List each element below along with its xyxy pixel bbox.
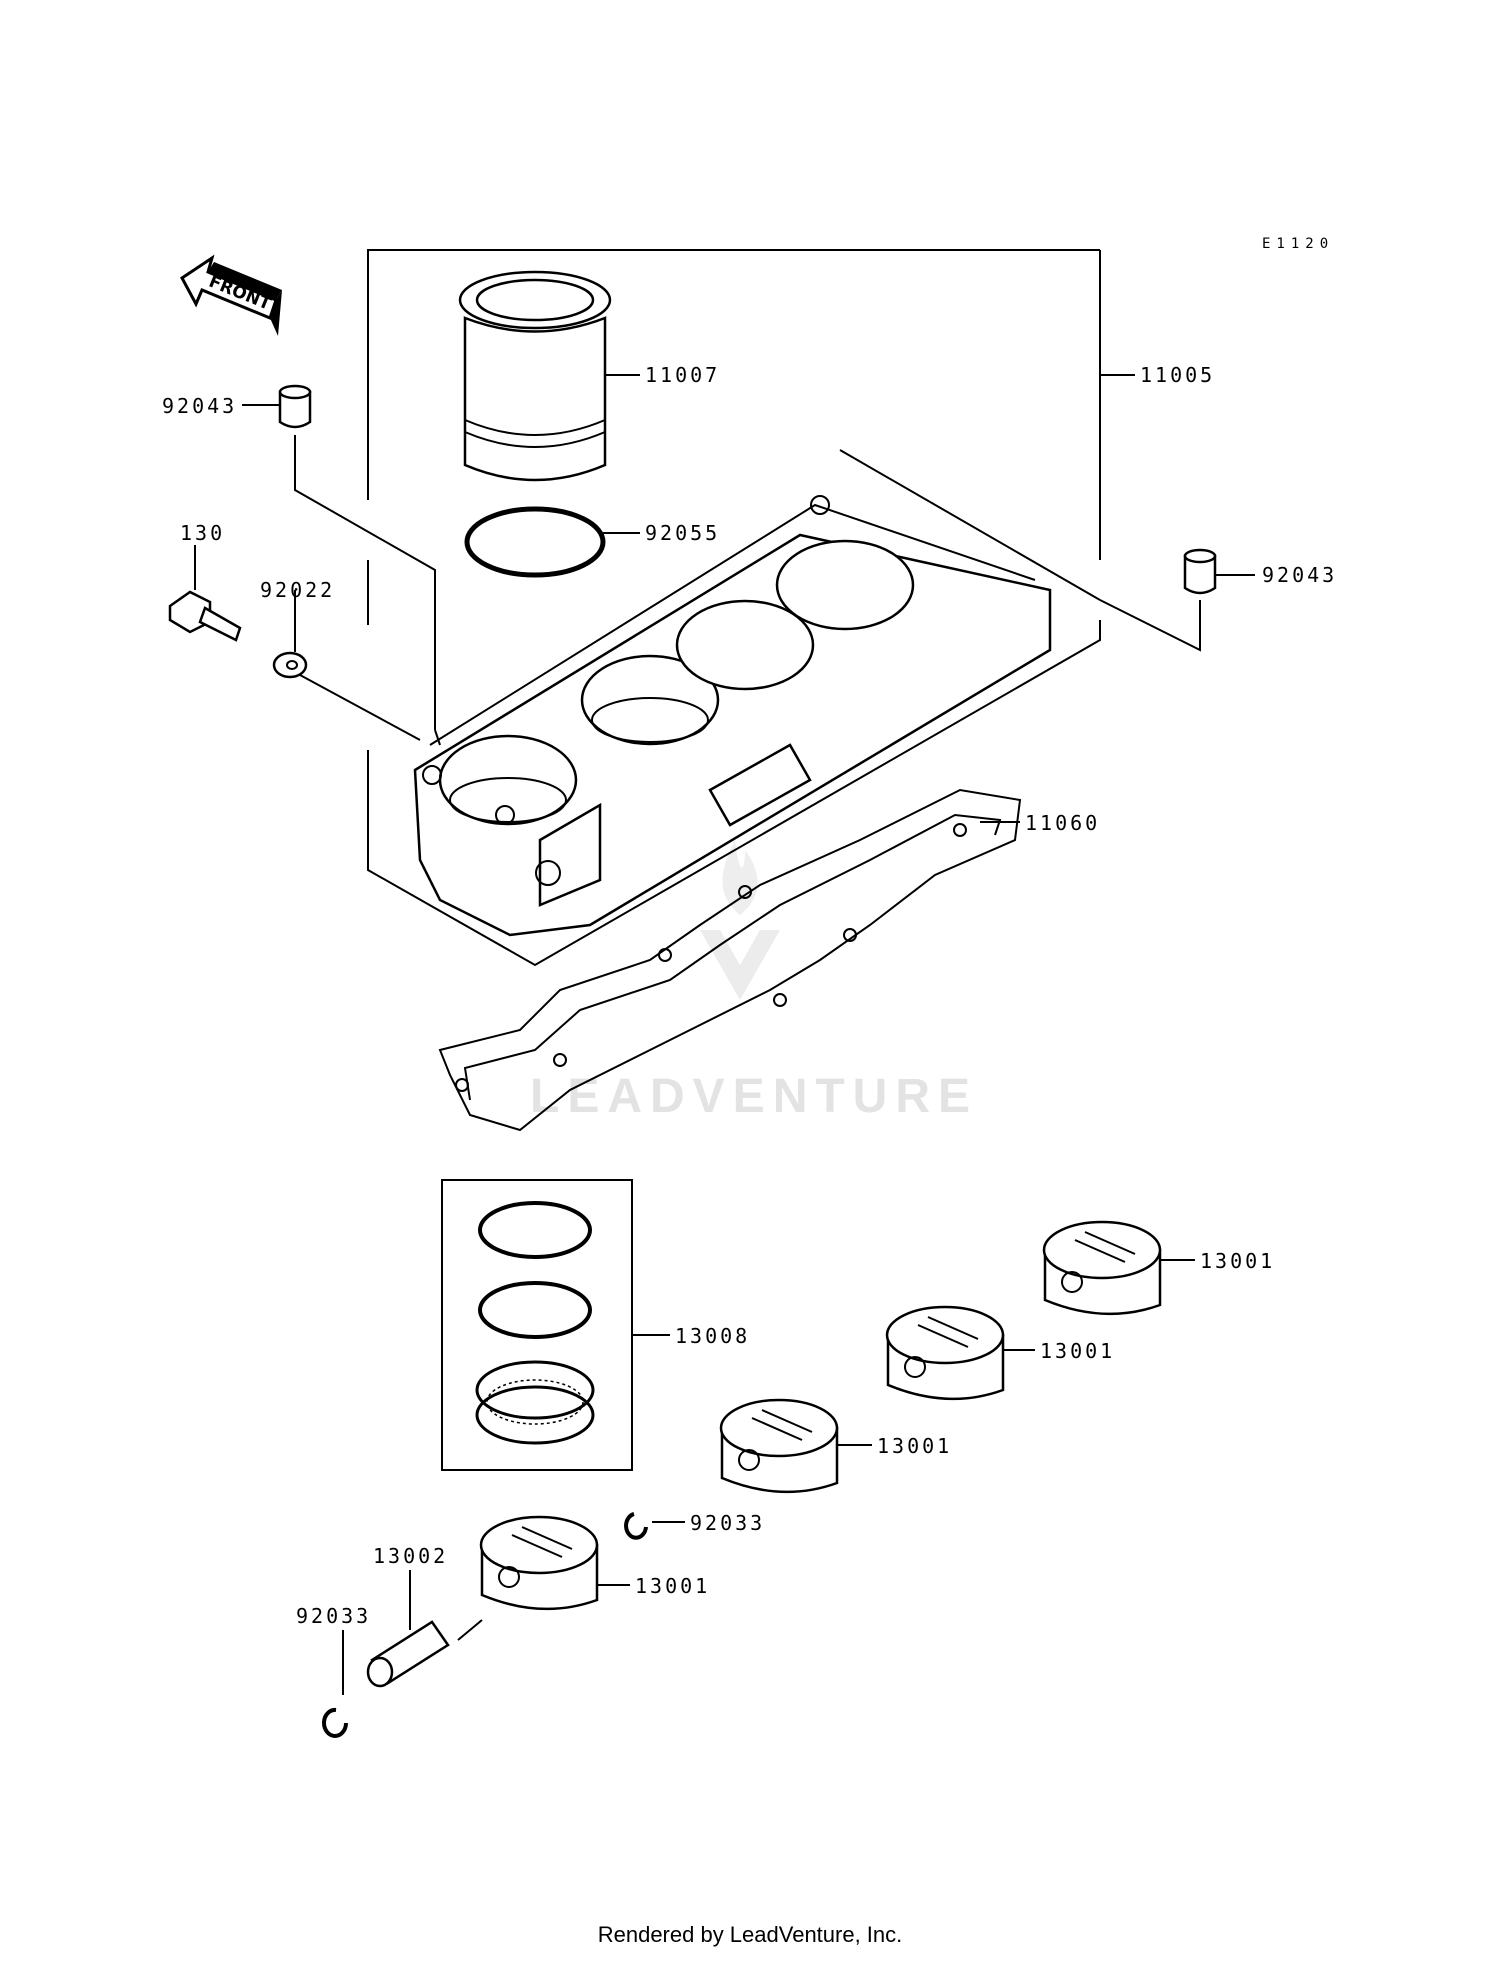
label-13008: 13008	[675, 1324, 750, 1348]
base-gasket	[438, 788, 1022, 1132]
label-13001-c: 13001	[877, 1434, 952, 1458]
label-11007: 11007	[645, 363, 720, 387]
piston-d	[479, 1515, 599, 1611]
piston-pin	[366, 1620, 450, 1688]
dowel-pin-left	[278, 384, 312, 429]
diagram-code: E1120	[1262, 236, 1334, 252]
circlip-right	[624, 1512, 648, 1540]
label-13002: 13002	[373, 1544, 448, 1568]
o-ring	[464, 506, 606, 578]
label-92022: 92022	[260, 578, 335, 602]
label-92055: 92055	[645, 521, 720, 545]
leader-lines	[194, 374, 1255, 1695]
label-92033-left: 92033	[296, 1604, 371, 1628]
label-92033-right: 92033	[690, 1511, 765, 1535]
bracket-11005	[367, 249, 1135, 967]
washer	[272, 651, 308, 679]
label-11060: 11060	[1025, 811, 1100, 835]
piston-ring-set	[441, 1179, 670, 1471]
footer-credit: Rendered by LeadVenture, Inc.	[597, 1922, 903, 1947]
label-92043-left: 92043	[162, 394, 237, 418]
label-13001-b: 13001	[1040, 1339, 1115, 1363]
piston-c	[719, 1398, 839, 1494]
watermark-text: LEADVENTURE	[530, 1070, 978, 1123]
label-13001-d: 13001	[635, 1574, 710, 1598]
front-arrow-icon: FRONT	[180, 254, 282, 336]
bolt	[168, 590, 242, 642]
piston-a	[1042, 1220, 1162, 1316]
circlip-left	[322, 1707, 348, 1738]
label-130: 130	[180, 521, 225, 545]
label-11005: 11005	[1140, 363, 1215, 387]
label-92043-right: 92043	[1262, 563, 1337, 587]
dowel-pin-right	[1183, 548, 1217, 595]
watermark: LEADVENTURE	[530, 840, 978, 1123]
label-13001-a: 13001	[1200, 1249, 1275, 1273]
cylinder-liner	[458, 270, 612, 482]
cylinder-block	[413, 495, 1052, 937]
piston-b	[885, 1305, 1005, 1401]
